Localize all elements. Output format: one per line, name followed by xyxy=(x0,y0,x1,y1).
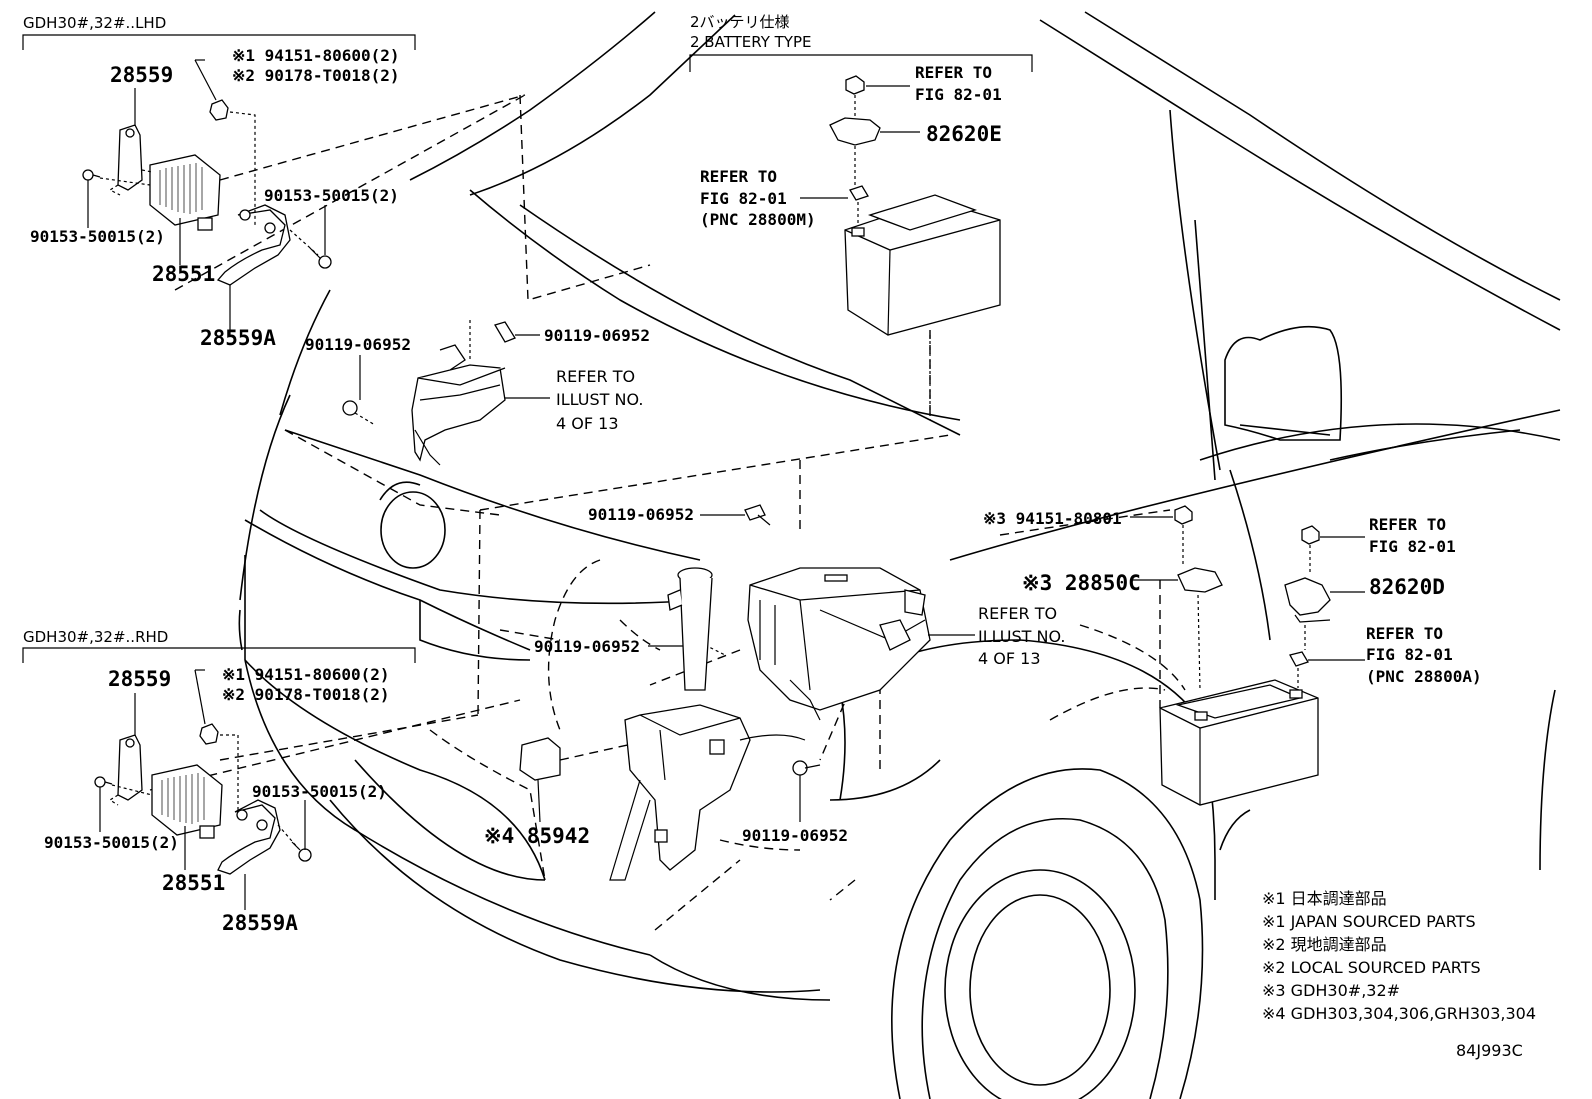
footnotes: ※1 日本調達部品 ※1 JAPAN SOURCED PARTS ※2 現地調達… xyxy=(1262,889,1536,1023)
vehicle-body-outline xyxy=(238,11,1561,1099)
label-28559a-lhd: 28559A xyxy=(200,326,276,350)
footnote-2-jp: ※2 現地調達部品 xyxy=(1262,935,1387,954)
label-28559-lhd: 28559 xyxy=(110,63,173,87)
label-bt-ref-left-3: (PNC 28800M) xyxy=(700,210,816,229)
footnote-4: ※4 GDH303,304,306,GRH303,304 xyxy=(1262,1004,1536,1023)
section-bracket-lhd xyxy=(22,34,416,50)
label-note2-lhd: ※2 90178-T0018(2) xyxy=(232,66,400,85)
footnote-1-jp: ※1 日本調達部品 xyxy=(1262,889,1387,908)
rhd-relay-assembly xyxy=(94,669,312,910)
section-bracket-battery xyxy=(689,54,1033,72)
section-heading-rhd: GDH30#,32#..RHD xyxy=(23,628,168,646)
label-ref1-line1: REFER TO xyxy=(556,367,635,386)
label-bolt-b1-left: 90119-06952 xyxy=(305,335,411,354)
label-br-ref-b-3: (PNC 28800A) xyxy=(1366,667,1482,686)
label-note2-rhd: ※2 90178-T0018(2) xyxy=(222,685,390,704)
washer-tank-assembly xyxy=(519,567,806,881)
engine-bay-outline xyxy=(149,94,951,931)
label-br-ref-b-2: FIG 82-01 xyxy=(1366,645,1453,664)
label-bolt-b3: 90119-06952 xyxy=(534,637,640,656)
label-28551-rhd: 28551 xyxy=(162,871,225,895)
label-28559-rhd: 28559 xyxy=(108,667,171,691)
label-bt-ref-left-2: FIG 82-01 xyxy=(700,189,787,208)
label-ref2-line3: 4 OF 13 xyxy=(978,649,1041,668)
battery-top-assembly xyxy=(800,75,1001,420)
footnote-3: ※3 GDH30#,32# xyxy=(1262,981,1400,1000)
label-bt-ref-top-2: FIG 82-01 xyxy=(915,85,1002,104)
lhd-relay-assembly xyxy=(82,59,332,335)
label-ref1-line3: 4 OF 13 xyxy=(556,414,619,433)
battery-right-assembly xyxy=(1130,505,1365,806)
section-heading-lhd: GDH30#,32#..LHD xyxy=(23,14,166,32)
label-82620e: 82620E xyxy=(926,122,1002,146)
label-br-ref-b-1: REFER TO xyxy=(1366,624,1443,643)
label-br-ref-a-1: REFER TO xyxy=(1369,515,1446,534)
label-bt-ref-left-1: REFER TO xyxy=(700,167,777,186)
relay-block-upper xyxy=(342,320,550,466)
label-bolt-b1-right: 90119-06952 xyxy=(544,326,650,345)
label-ref2-line1: REFER TO xyxy=(978,604,1057,623)
label-82620d: 82620D xyxy=(1369,575,1445,599)
label-br-ref-a-2: FIG 82-01 xyxy=(1369,537,1456,556)
footnote-2-en: ※2 LOCAL SOURCED PARTS xyxy=(1262,958,1481,977)
label-note1-rhd: ※1 94151-80600(2) xyxy=(222,665,390,684)
label-bolt-left-lhd: 90153-50015(2) xyxy=(30,227,165,246)
label-bt-ref-top-1: REFER TO xyxy=(915,63,992,82)
label-ref2-line2: ILLUST NO. xyxy=(978,627,1065,646)
label-ref1-line2: ILLUST NO. xyxy=(556,390,643,409)
label-note1-lhd: ※1 94151-80600(2) xyxy=(232,46,400,65)
label-bolt-b2: 90119-06952 xyxy=(588,505,694,524)
label-bolt-left-rhd: 90153-50015(2) xyxy=(44,833,179,852)
label-n3-nut: ※3 94151-80801 xyxy=(983,509,1122,528)
footnote-1-en: ※1 JAPAN SOURCED PARTS xyxy=(1262,912,1476,931)
section-heading-battery-en: 2 BATTERY TYPE xyxy=(690,33,811,51)
label-bolt-right-rhd: 90153-50015(2) xyxy=(252,782,387,801)
label-28551-lhd: 28551 xyxy=(152,262,215,286)
label-bolt-b4: 90119-06952 xyxy=(742,826,848,845)
section-heading-battery-jp: 2バッテリ仕様 xyxy=(690,13,790,31)
label-28850c: ※3 28850C xyxy=(1022,571,1141,595)
label-85942: ※4 85942 xyxy=(484,824,590,848)
label-bolt-right-lhd: 90153-50015(2) xyxy=(264,186,399,205)
illustration-code: 84J993C xyxy=(1456,1041,1523,1060)
label-28559a-rhd: 28559A xyxy=(222,911,298,935)
section-bracket-rhd xyxy=(22,647,416,663)
